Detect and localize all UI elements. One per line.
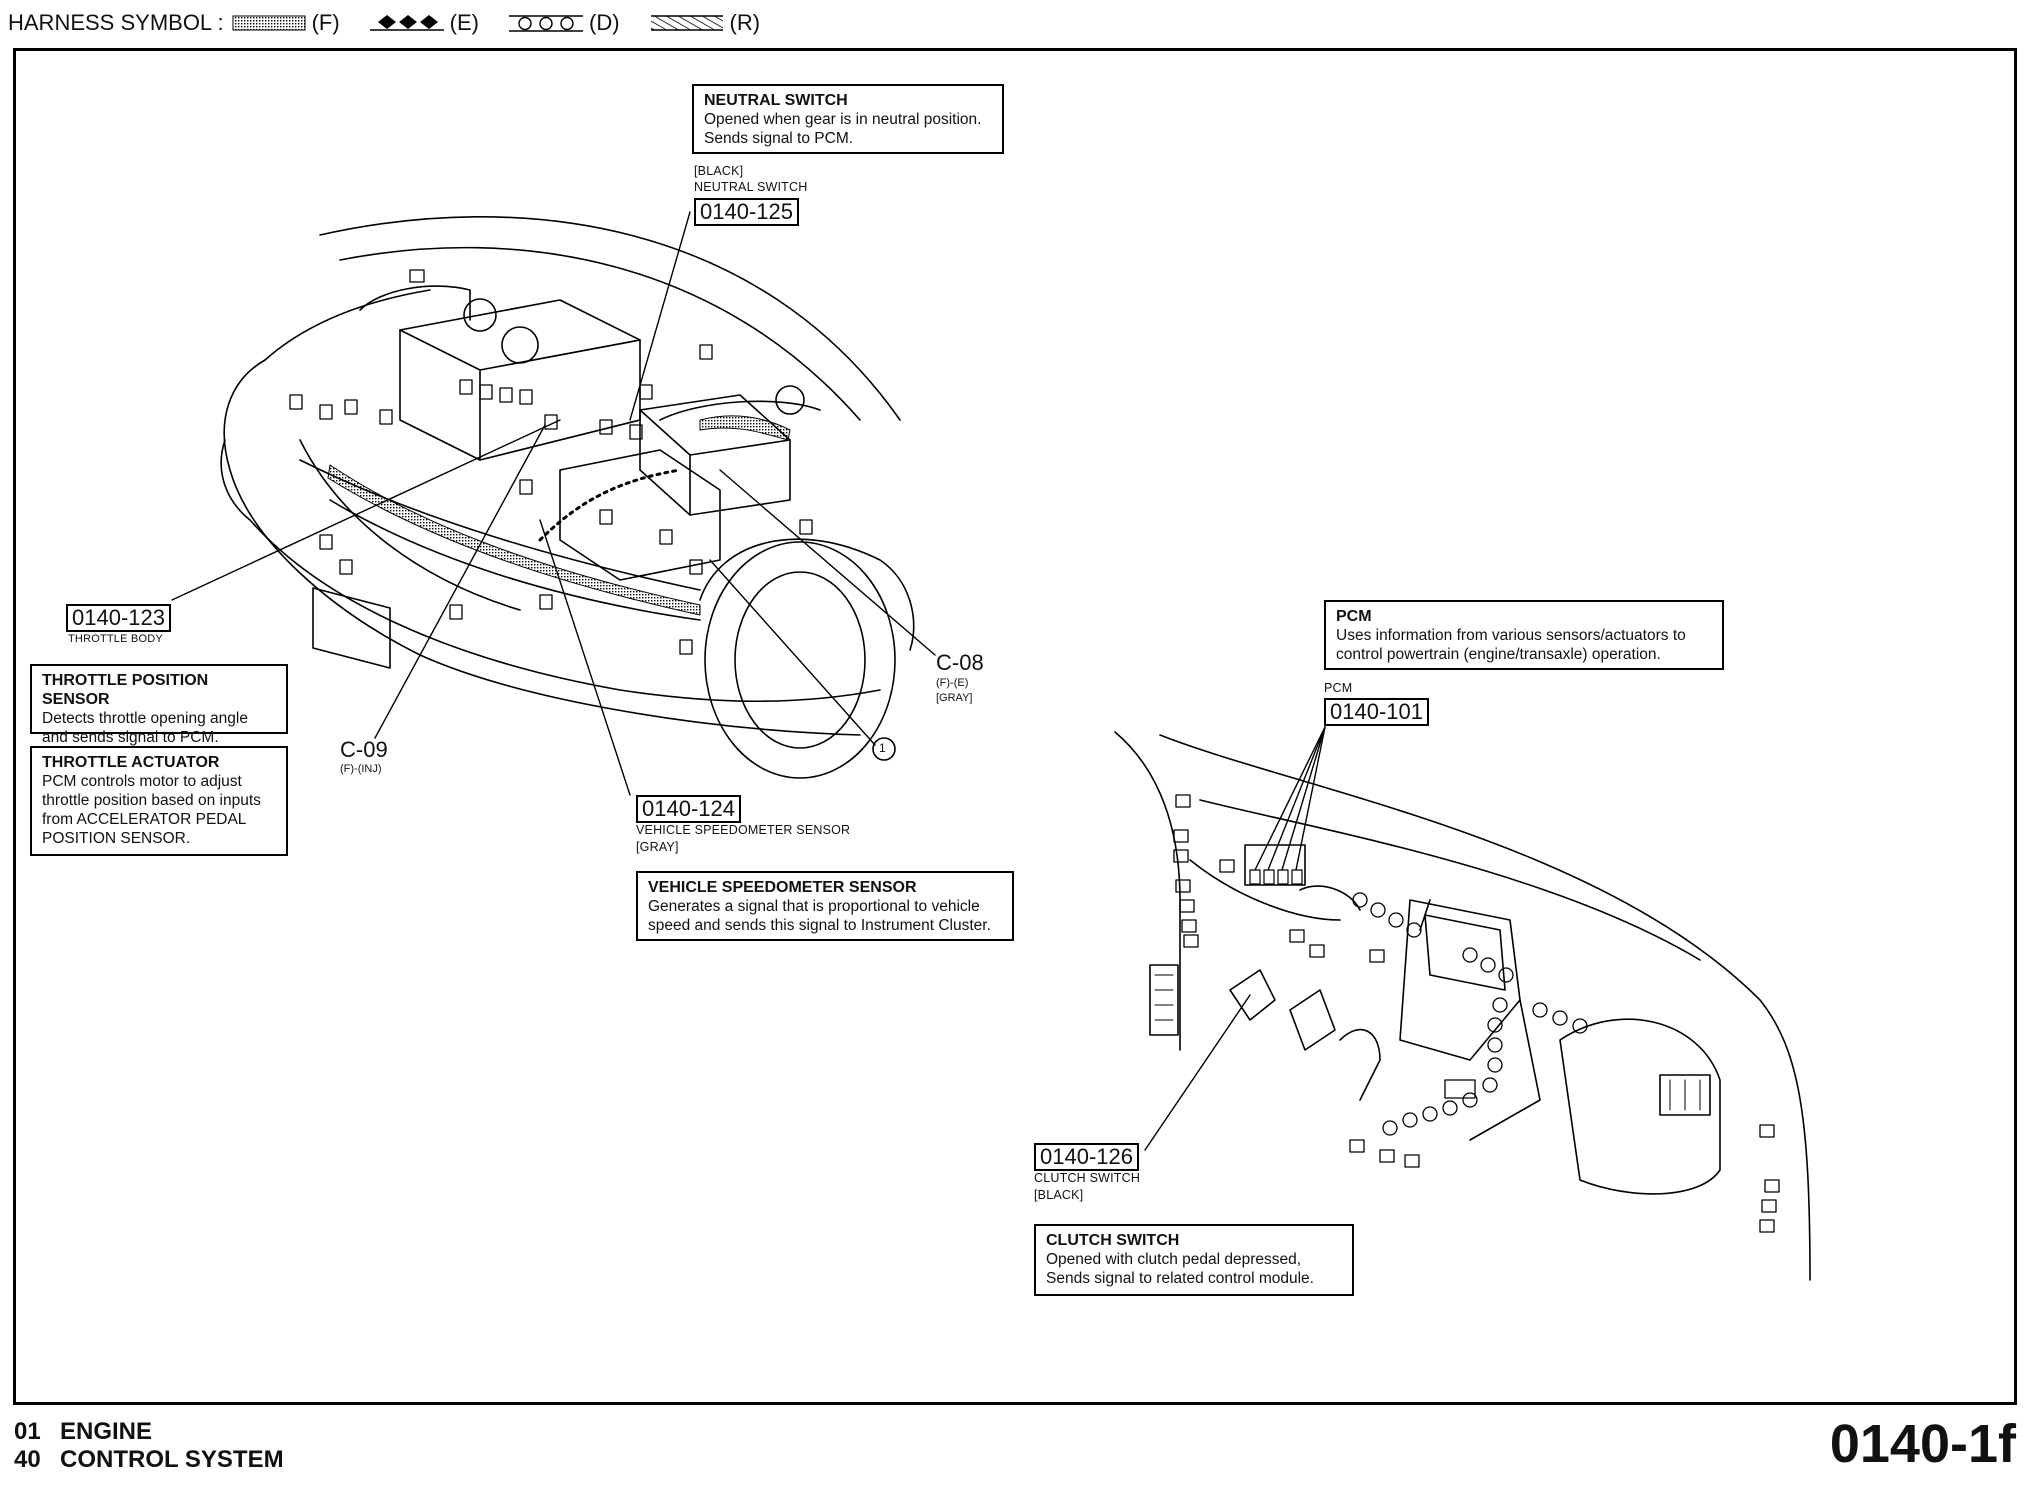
legend-code-f: (F) xyxy=(311,10,340,35)
connector-c08-color: [GRAY] xyxy=(936,692,973,704)
clutch-switch-title: CLUTCH SWITCH xyxy=(1046,1232,1180,1249)
neutral-switch-ref-code[interactable]: 0140-125 xyxy=(694,198,799,226)
legend-code-e: (E) xyxy=(449,10,479,35)
harness-symbol-legend: HARNESS SYMBOL : (F) (E) (D) (R) xyxy=(8,10,782,36)
clutch-switch-ref-name: CLUTCH SWITCH xyxy=(1034,1171,1141,1185)
neutral-switch-body: Opened when gear is in neutral position.… xyxy=(704,111,982,147)
legend-code-r: (R) xyxy=(729,10,761,35)
neutral-switch-color-label: [BLACK] xyxy=(694,164,744,178)
pcm-ref-code[interactable]: 0140-101 xyxy=(1324,698,1429,726)
throttle-body-ref-code[interactable]: 0140-123 xyxy=(66,604,171,632)
dashboard-drawing xyxy=(1114,731,1811,1281)
legend-label: HARNESS SYMBOL : xyxy=(8,10,224,35)
throttle-actuator-description: THROTTLE ACTUATOR PCM controls motor to … xyxy=(30,746,288,856)
throttle-position-sensor-title: THROTTLE POSITION SENSOR xyxy=(42,672,209,708)
clutch-switch-ref-code[interactable]: 0140-126 xyxy=(1034,1143,1139,1171)
throttle-position-sensor-description: THROTTLE POSITION SENSOR Detects throttl… xyxy=(30,664,288,746)
clutch-switch-body: Opened with clutch pedal depressed, Send… xyxy=(1046,1251,1314,1287)
marker-number: 1 xyxy=(879,741,886,755)
connector-c08-id: C-08 xyxy=(936,650,984,675)
dashboard-leader-lines xyxy=(1144,726,1326,1151)
section-footer: 01 ENGINE 40 CONTROL SYSTEM xyxy=(14,1418,284,1474)
circle-harness-icon xyxy=(509,15,583,32)
page-number: 0140-1f xyxy=(1829,1414,2016,1474)
footer-line1-num: 01 xyxy=(14,1418,41,1445)
neutral-switch-description: NEUTRAL SWITCH Opened when gear is in ne… xyxy=(692,84,1004,154)
vehicle-speedometer-sensor-ref-code[interactable]: 0140-124 xyxy=(636,795,741,823)
clutch-switch-description: CLUTCH SWITCH Opened with clutch pedal d… xyxy=(1034,1224,1354,1296)
neutral-switch-title: NEUTRAL SWITCH xyxy=(704,92,848,109)
throttle-actuator-title: THROTTLE ACTUATOR xyxy=(42,754,220,771)
hatched-harness-icon xyxy=(650,15,723,31)
vehicle-speedometer-sensor-title: VEHICLE SPEEDOMETER SENSOR xyxy=(648,879,917,896)
vehicle-speedometer-sensor-description: VEHICLE SPEEDOMETER SENSOR Generates a s… xyxy=(636,871,1014,941)
pcm-title: PCM xyxy=(1336,608,1372,625)
connector-c09-id: C-09 xyxy=(340,737,388,762)
engine-compartment-drawing xyxy=(220,215,915,779)
diagram-frame xyxy=(13,48,2017,1405)
clutch-switch-color-label: [BLACK] xyxy=(1034,1188,1084,1202)
throttle-body-ref-name: THROTTLE BODY xyxy=(68,633,163,645)
neutral-switch-ref-name: NEUTRAL SWITCH xyxy=(694,180,808,194)
pcm-description: PCM Uses information from various sensor… xyxy=(1324,600,1724,670)
vehicle-speedometer-sensor-color-label: [GRAY] xyxy=(636,840,679,854)
connector-c08-harness: (F)-(E) xyxy=(936,677,969,689)
footer-line1-text: ENGINE xyxy=(60,1418,153,1445)
diamond-harness-icon xyxy=(369,15,444,31)
vehicle-speedometer-sensor-ref-name: VEHICLE SPEEDOMETER SENSOR xyxy=(636,823,851,837)
engine-leader-lines xyxy=(171,211,936,796)
throttle-actuator-body: PCM controls motor to adjust throttle po… xyxy=(42,773,261,847)
connector-c09-harness: (F)-(INJ) xyxy=(340,763,382,775)
throttle-position-sensor-body: Detects throttle opening angle and sends… xyxy=(42,710,248,746)
footer-line2-text: CONTROL SYSTEM xyxy=(60,1446,284,1473)
vehicle-speedometer-sensor-body: Generates a signal that is proportional … xyxy=(648,898,991,934)
footer-line2-num: 40 xyxy=(14,1446,41,1473)
pcm-body: Uses information from various sensors/ac… xyxy=(1336,627,1686,663)
dotted-harness-icon xyxy=(232,15,306,31)
marker-circle xyxy=(872,737,896,761)
legend-code-d: (D) xyxy=(589,10,620,35)
pcm-ref-name: PCM xyxy=(1324,681,1353,695)
